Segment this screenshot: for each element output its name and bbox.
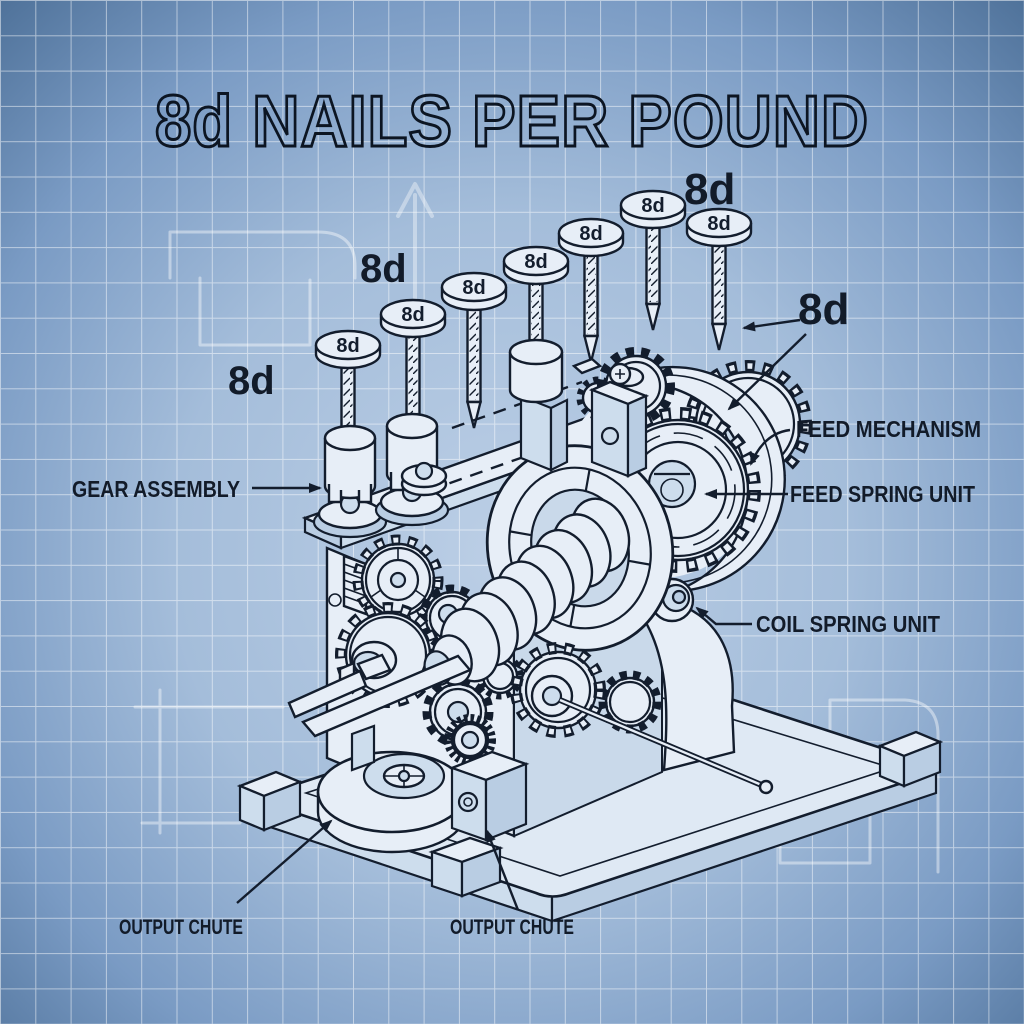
punch-spike	[287, 669, 368, 719]
label-8d-nail-a: 8d	[228, 359, 275, 403]
feed-housing-inner-line	[642, 374, 773, 584]
nail-machine	[287, 338, 812, 854]
callout-labels: GEAR ASSEMBLY FEED MECHANISM FEED SPRING…	[72, 165, 981, 939]
spur-gear	[352, 534, 444, 626]
leader-coil-spring-unit	[695, 606, 752, 626]
leader-8d-nail-tip	[742, 318, 801, 332]
label-coil-spring-unit: COIL SPRING UNIT	[756, 611, 940, 637]
lower-gear-train	[444, 642, 774, 795]
decor-shape-top-left-inner	[198, 276, 312, 347]
decor-shape-top-left	[168, 230, 357, 280]
base-foot-right	[876, 730, 944, 788]
label-8d-nail-b: 8d	[360, 247, 407, 291]
rail-bearing	[400, 461, 448, 497]
base-foot-front	[428, 836, 504, 898]
nail	[619, 189, 687, 331]
nail	[557, 217, 625, 363]
label-feed-spring-unit: FEED SPRING UNIT	[790, 481, 975, 507]
holder-post-4	[588, 380, 650, 478]
nail	[685, 207, 753, 351]
decor-crosshair-bottom-left	[133, 688, 285, 835]
label-gear-assembly: GEAR ASSEMBLY	[72, 476, 240, 502]
spur-gear	[598, 670, 662, 734]
decor-shape-bottom-right	[828, 698, 940, 874]
nail	[440, 271, 508, 429]
label-output-chute-left: OUTPUT CHUTE	[119, 916, 243, 939]
output-chute-platform	[316, 750, 468, 854]
leader-8d-feed-rim	[727, 333, 807, 411]
drive-rod	[558, 697, 774, 795]
label-8d-with-arrows: 8d	[798, 285, 849, 334]
coil-spring-stack	[423, 497, 631, 686]
leader-output-chute-left	[236, 819, 333, 904]
base-foot-left	[236, 770, 304, 832]
label-output-chute-right: OUTPUT CHUTE	[450, 916, 574, 939]
page-title: 8d NAILS PER POUND	[155, 82, 869, 162]
leader-lines	[236, 318, 807, 911]
holder-post-3	[508, 338, 569, 472]
label-feed-mechanism: FEED MECHANISM	[796, 416, 981, 442]
drafting-decorations	[133, 182, 940, 874]
leader-feed-mechanism	[749, 428, 791, 466]
holder-post-1	[312, 424, 388, 539]
output-chute-block	[448, 750, 530, 842]
leader-output-chute-right	[485, 829, 520, 911]
label-8d-top-right: 8d	[684, 165, 735, 214]
punch-assembly	[287, 653, 472, 772]
decor-up-arrow	[396, 182, 434, 302]
